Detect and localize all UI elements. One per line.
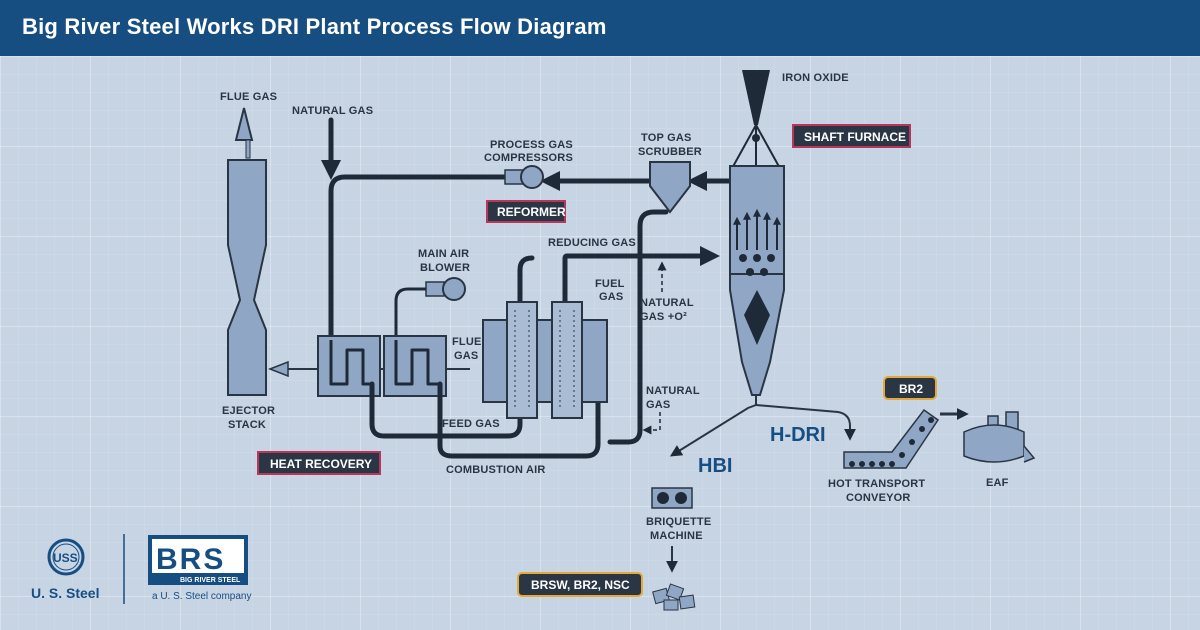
briquette-machine [651,487,693,573]
ejector-stack [227,107,267,396]
uss-mark: USS [53,551,78,565]
flue-gas-top-label: FLUE GAS [220,91,277,103]
briquette-label-2: MACHINE [650,530,703,542]
process-gas-compressors [504,165,544,189]
reformer-unit [482,301,608,419]
natural-gas-o2-label-2: GAS +O² [640,311,687,323]
main-air-label-1: MAIN AIR [418,248,469,260]
reformer-box: REFORMER [486,200,566,223]
conveyor-label-2: CONVEYOR [846,492,911,504]
top-gas-label-1: TOP GAS [641,132,692,144]
briquette-label-1: BRIQUETTE [646,516,711,528]
process-gas-label-2: COMPRESSORS [484,152,573,164]
br2-box: BR2 [883,376,937,400]
h-dri-flow-line [755,404,856,441]
flue-gas-arrowhead [267,360,289,378]
h-dri-label: H-DRI [770,424,826,446]
fuel-gas-label-1: FUEL [595,278,625,290]
iron-oxide-label: IRON OXIDE [782,72,849,84]
hbi-flow-line [669,404,757,457]
natural-gas-low-label-2: GAS [646,399,670,411]
brs-mark: BRS [156,543,225,576]
pipe-feed-gas [369,381,523,439]
conveyor-label-1: HOT TRANSPORT [828,478,925,490]
main-air-blower [394,277,466,340]
natural-gas-o2-label-1: NATURAL [640,297,694,309]
natural-gas-low-arrow [642,412,661,435]
heat-recovery-box: HEAT RECOVERY [257,451,381,475]
pipe-compressor-to-heat-recovery [328,174,508,341]
page-title: Big River Steel Works DRI Plant Process … [22,14,607,39]
brs-sub: BIG RIVER STEEL [180,577,241,584]
natural-gas-top-label: NATURAL GAS [292,105,373,117]
brs-tag: a U. S. Steel company [152,591,252,602]
natural-gas-low-label-1: NATURAL [646,385,700,397]
briquettes-pile [652,583,696,611]
fuel-gas-label-2: GAS [599,291,623,303]
pipe-reducing-gas-outer [517,255,535,415]
flue-gas-mid-label-1: FLUE [452,336,482,348]
ejector-stack-label-2: STACK [228,419,266,431]
eaf-unit [963,411,1036,463]
top-gas-label-2: SCRUBBER [638,146,702,158]
shaft-furnace [729,70,785,405]
pipe-reducing-gas [562,246,720,413]
header-bar: Big River Steel Works DRI Plant Process … [0,0,1200,56]
shaft-furnace-label: SHAFT FURNACE [804,130,906,144]
ejector-stack-label-1: EJECTOR [222,405,275,417]
reducing-gas-label: REDUCING GAS [548,237,636,249]
big-river-steel-logo: BRS BIG RIVER STEEL a U. S. Steel compan… [148,535,252,602]
pipe-fuel-gas [607,209,669,445]
brsw-box: BRSW, BR2, NSC [517,572,643,597]
diagram-canvas [0,56,1200,630]
us-steel-logo: USS U. S. Steel [31,538,99,601]
brsw-label: BRSW, BR2, NSC [531,578,630,592]
hbi-label: HBI [698,455,732,477]
hot-transport-conveyor [843,408,969,469]
shaft-furnace-box: SHAFT FURNACE [792,124,911,148]
br2-label: BR2 [899,382,923,396]
top-gas-scrubber [649,161,691,214]
eaf-label: EAF [986,477,1009,489]
process-gas-label-1: PROCESS GAS [490,139,573,151]
main-air-label-2: BLOWER [420,262,470,274]
reformer-label: REFORMER [497,205,566,219]
pipe-combustion-air [437,381,601,459]
combustion-air-label: COMBUSTION AIR [446,464,546,476]
flue-gas-mid-label-2: GAS [454,350,478,362]
uss-name: U. S. Steel [31,585,99,601]
heat-recovery-unit [317,335,447,397]
feed-gas-label: FEED GAS [442,418,500,430]
heat-recovery-label: HEAT RECOVERY [270,457,372,471]
